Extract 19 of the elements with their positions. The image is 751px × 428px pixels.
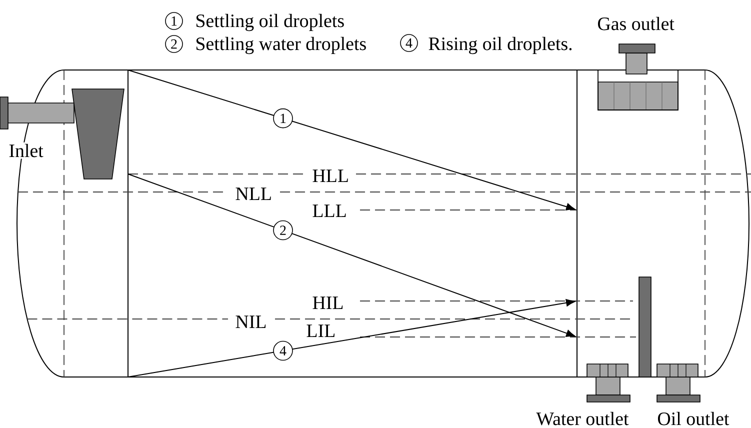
level-label: HLL: [312, 170, 348, 182]
circled-number: 1: [165, 12, 183, 30]
key-text: Settling oil droplets: [196, 14, 344, 32]
level-label: LIL: [306, 324, 334, 337]
circled-number: 2: [165, 35, 183, 53]
level-label: NLL: [236, 188, 271, 200]
part-label: Oil outlet: [658, 412, 730, 426]
circled-number: 4: [400, 34, 418, 52]
circled-number: 1: [273, 108, 293, 128]
key-text: Settling water droplets: [196, 36, 366, 54]
circled-number: 4: [273, 340, 293, 361]
level-label: LLL: [312, 204, 346, 217]
part-label: Water outlet: [536, 412, 629, 426]
level-label: NIL: [236, 316, 266, 328]
level-label: HIL: [312, 296, 343, 309]
part-label: Gas outlet: [598, 16, 674, 30]
part-label: Inlet: [7, 142, 45, 159]
circled-number: 2: [273, 220, 293, 240]
key-text: Rising oil droplets.: [428, 36, 572, 54]
